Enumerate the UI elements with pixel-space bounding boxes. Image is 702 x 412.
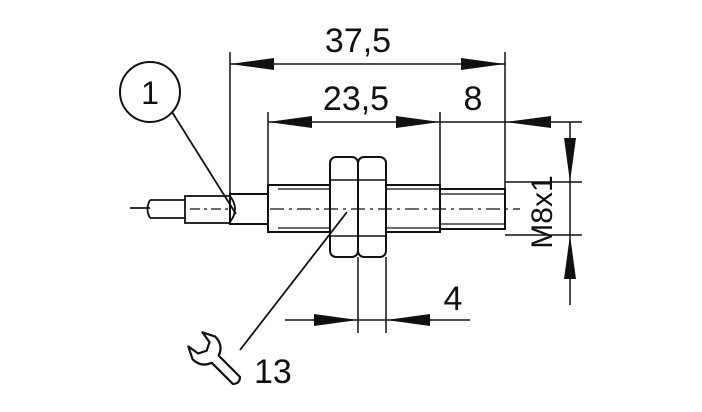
nut-width-label: 4 — [444, 280, 463, 318]
dimension-nut-width: 4 — [285, 257, 470, 333]
dimension-overall-length: 37,5 — [229, 22, 506, 205]
sensor-body — [130, 156, 520, 258]
dimension-thread-size: M8x1 — [505, 122, 582, 305]
wrench-size-callout: 13 — [187, 211, 348, 391]
dimension-threaded-length: 23,5 — [267, 80, 441, 205]
thread-size-label: M8x1 — [526, 175, 559, 248]
wrench-size-label: 13 — [254, 353, 292, 391]
wrench-icon — [187, 331, 242, 386]
tip-length-label: 8 — [464, 80, 483, 118]
callout-number: 1 — [141, 75, 159, 111]
overall-length-label: 37,5 — [325, 22, 391, 60]
threaded-length-label: 23,5 — [323, 80, 389, 118]
dimension-tip-length: 8 — [440, 80, 582, 128]
callout-cable-marker: 1 — [119, 61, 237, 215]
